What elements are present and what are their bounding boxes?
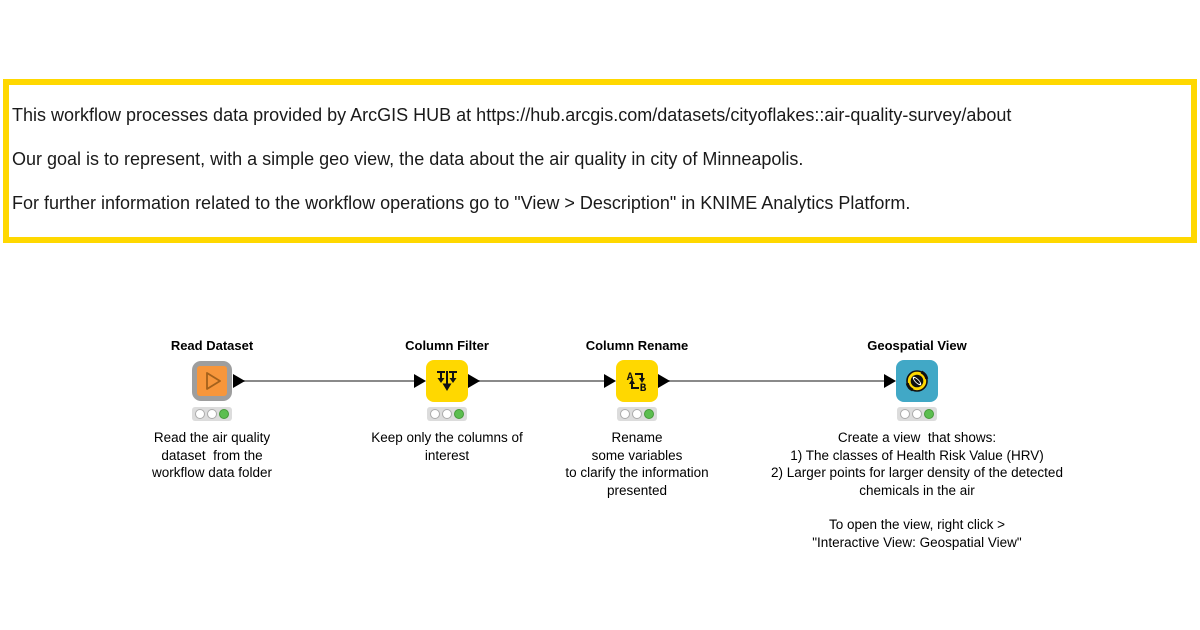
node-read-dataset: Read Dataset Read the air quality datase…: [82, 338, 342, 482]
column-filter-icon[interactable]: [426, 360, 468, 402]
node-label: Column Rename: [585, 338, 689, 353]
annotation-line: This workflow processes data provided by…: [12, 105, 1012, 125]
node-column-filter: Column Filter Keep only the columns of i…: [317, 338, 577, 464]
status-red-light: [620, 409, 630, 419]
traffic-light-status: [427, 407, 467, 421]
connection-line[interactable]: [243, 380, 416, 382]
status-yellow-light: [207, 409, 217, 419]
status-red-light: [195, 409, 205, 419]
node-description-note: To open the view, right click > "Interac…: [812, 517, 1022, 550]
output-port[interactable]: [468, 374, 480, 388]
status-green-light: [924, 409, 934, 419]
node-description: Read the air quality dataset from the wo…: [151, 430, 273, 480]
traffic-light-status: [897, 407, 937, 421]
annotation-line: Our goal is to represent, with a simple …: [12, 149, 804, 169]
workflow-annotation[interactable]: This workflow processes data provided by…: [3, 79, 1197, 243]
node-column-rename: Column Rename A B Rename some variables …: [507, 338, 767, 499]
annotation-line: For further information related to the w…: [12, 193, 911, 213]
input-port[interactable]: [604, 374, 616, 388]
play-reader-icon[interactable]: [191, 360, 233, 402]
status-red-light: [430, 409, 440, 419]
status-yellow-light: [912, 409, 922, 419]
output-port[interactable]: [233, 374, 245, 388]
status-yellow-light: [442, 409, 452, 419]
status-green-light: [219, 409, 229, 419]
node-label: Geospatial View: [867, 338, 967, 353]
svg-text:A: A: [627, 372, 634, 384]
output-port[interactable]: [658, 374, 670, 388]
traffic-light-status: [617, 407, 657, 421]
traffic-light-status: [192, 407, 232, 421]
column-rename-icon[interactable]: A B: [616, 360, 658, 402]
input-port[interactable]: [414, 374, 426, 388]
geospatial-globe-icon[interactable]: [896, 360, 938, 402]
svg-text:B: B: [640, 383, 647, 395]
status-red-light: [900, 409, 910, 419]
node-geospatial-view: Geospatial View Create a view that shows…: [727, 338, 1107, 551]
node-description: Keep only the columns of interest: [371, 430, 523, 463]
status-yellow-light: [632, 409, 642, 419]
status-green-light: [454, 409, 464, 419]
node-label: Column Filter: [405, 338, 489, 353]
status-green-light: [644, 409, 654, 419]
connection-line[interactable]: [478, 380, 606, 382]
connection-line[interactable]: [668, 380, 886, 382]
node-label: Read Dataset: [170, 338, 254, 353]
node-description: Rename some variables to clarify the inf…: [565, 430, 709, 498]
node-description: Create a view that shows: 1) The classes…: [771, 430, 1063, 498]
input-port[interactable]: [884, 374, 896, 388]
